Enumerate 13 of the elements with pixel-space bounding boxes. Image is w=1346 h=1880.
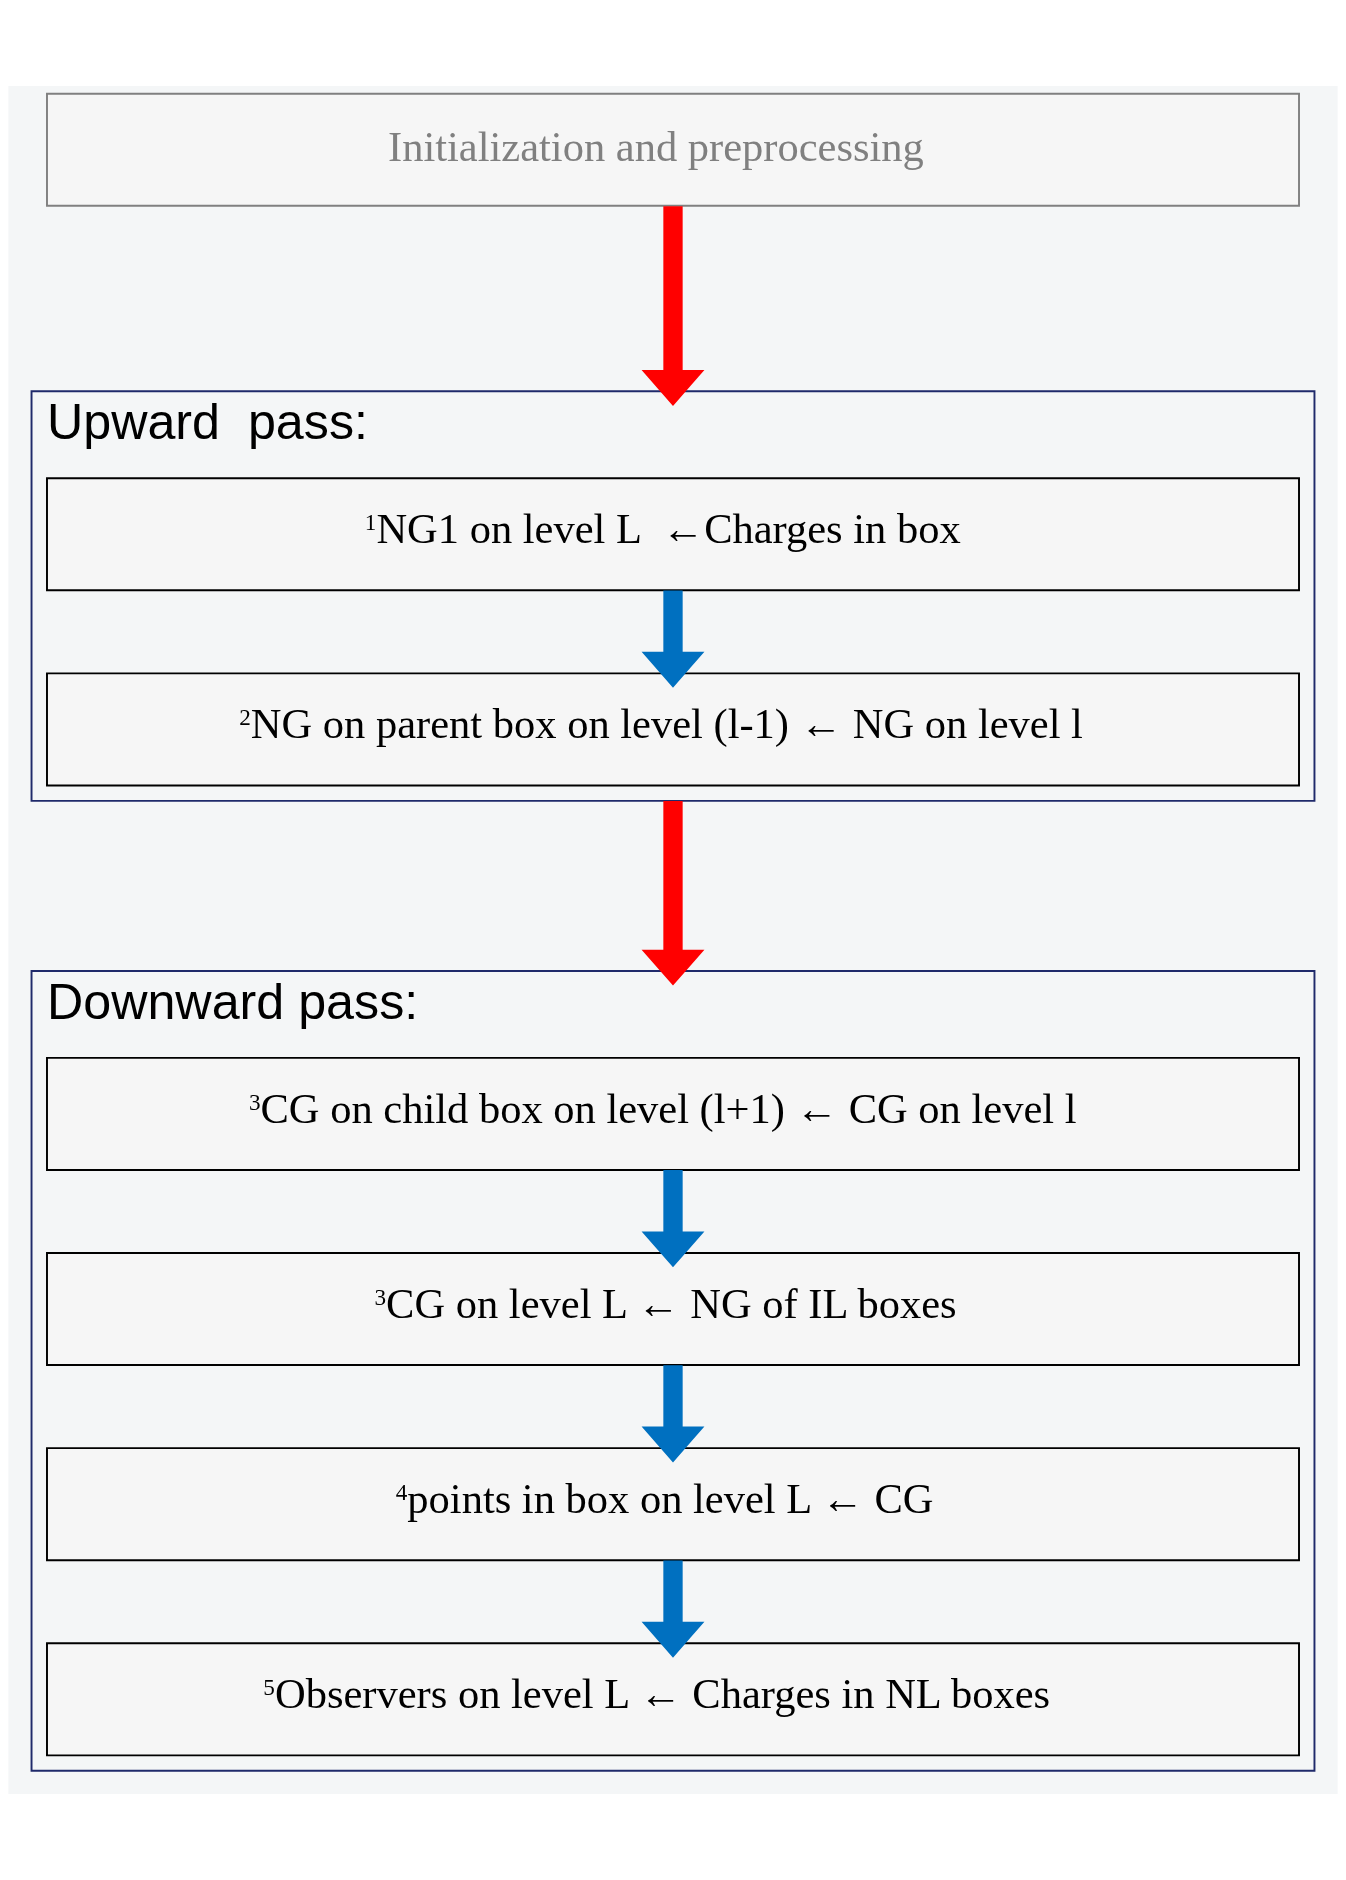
node-box: Initialization and preprocessing xyxy=(46,92,1300,207)
node-box: $^{1}$NG1 on level L ←Charges in box xyxy=(46,477,1300,592)
node-box: $^{2}$NG on parent box on level (l-1) ← NG on level l xyxy=(46,672,1300,787)
node-box: $^{3}$CG on child box on level (l+1) ← CG on level l xyxy=(46,1056,1300,1171)
arrow xyxy=(641,206,705,406)
arrow xyxy=(641,800,705,986)
node-box: $^{5}$Observers on level L ← Charges in NL boxes xyxy=(46,1642,1300,1757)
arrow xyxy=(641,1365,705,1463)
arrow xyxy=(641,1560,705,1658)
arrow xyxy=(641,1170,705,1268)
node-box: $^{4}$points in box on level L ← CG xyxy=(46,1447,1300,1562)
node-box: $^{3}$CG on level L ← NG of IL boxes xyxy=(46,1252,1300,1367)
arrow xyxy=(641,590,705,688)
